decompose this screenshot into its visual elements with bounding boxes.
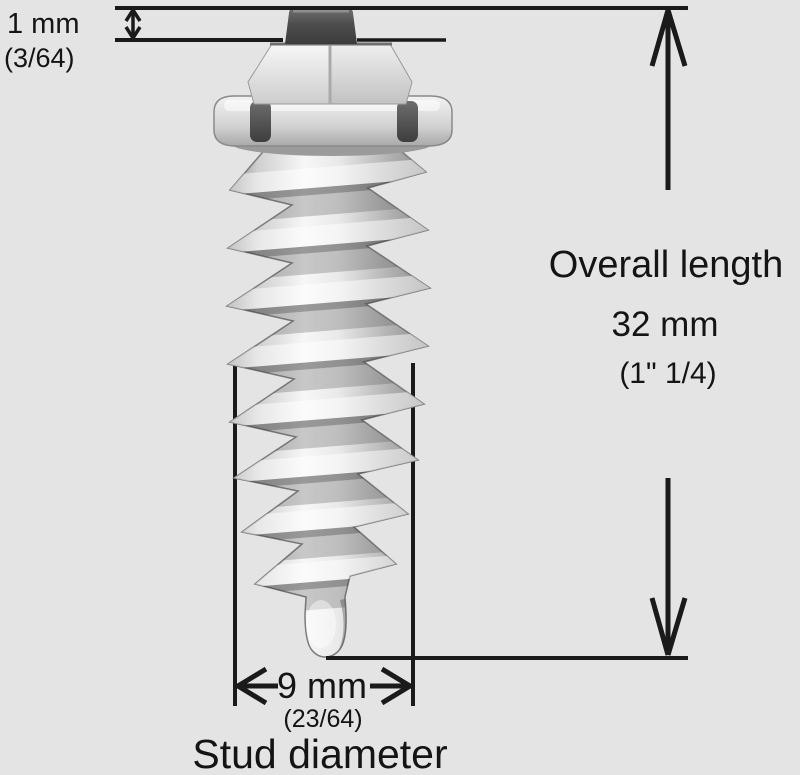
stud-carbide-pin (285, 8, 357, 44)
stud-diameter-label: Stud diameter (192, 731, 448, 775)
overall-length-value: 32 mm (611, 305, 719, 344)
pin-height-double-arrow (124, 9, 142, 39)
stud-diameter-right-arrow (370, 666, 412, 706)
stud-diameter-value: 9 mm (277, 665, 367, 706)
overall-length-label: Overall length (548, 244, 784, 286)
overall-length-up-arrow (649, 9, 688, 190)
pin-height-fraction: (3/64) (4, 43, 75, 73)
overall-length-dimension (326, 9, 688, 660)
overall-length-fraction: (1" 1/4) (619, 357, 717, 390)
tip-highlight (306, 600, 336, 648)
flange-notch-left (250, 101, 271, 142)
flange-notch-right (397, 101, 418, 142)
pin-height-dimension (115, 6, 688, 42)
stud-diameter-left-arrow (236, 666, 278, 706)
overall-length-down-arrow (649, 478, 688, 656)
stud-diameter-fraction: (23/64) (283, 705, 363, 733)
pin-height-value: 1 mm (7, 8, 80, 40)
stud-diameter-dimension (236, 666, 412, 706)
